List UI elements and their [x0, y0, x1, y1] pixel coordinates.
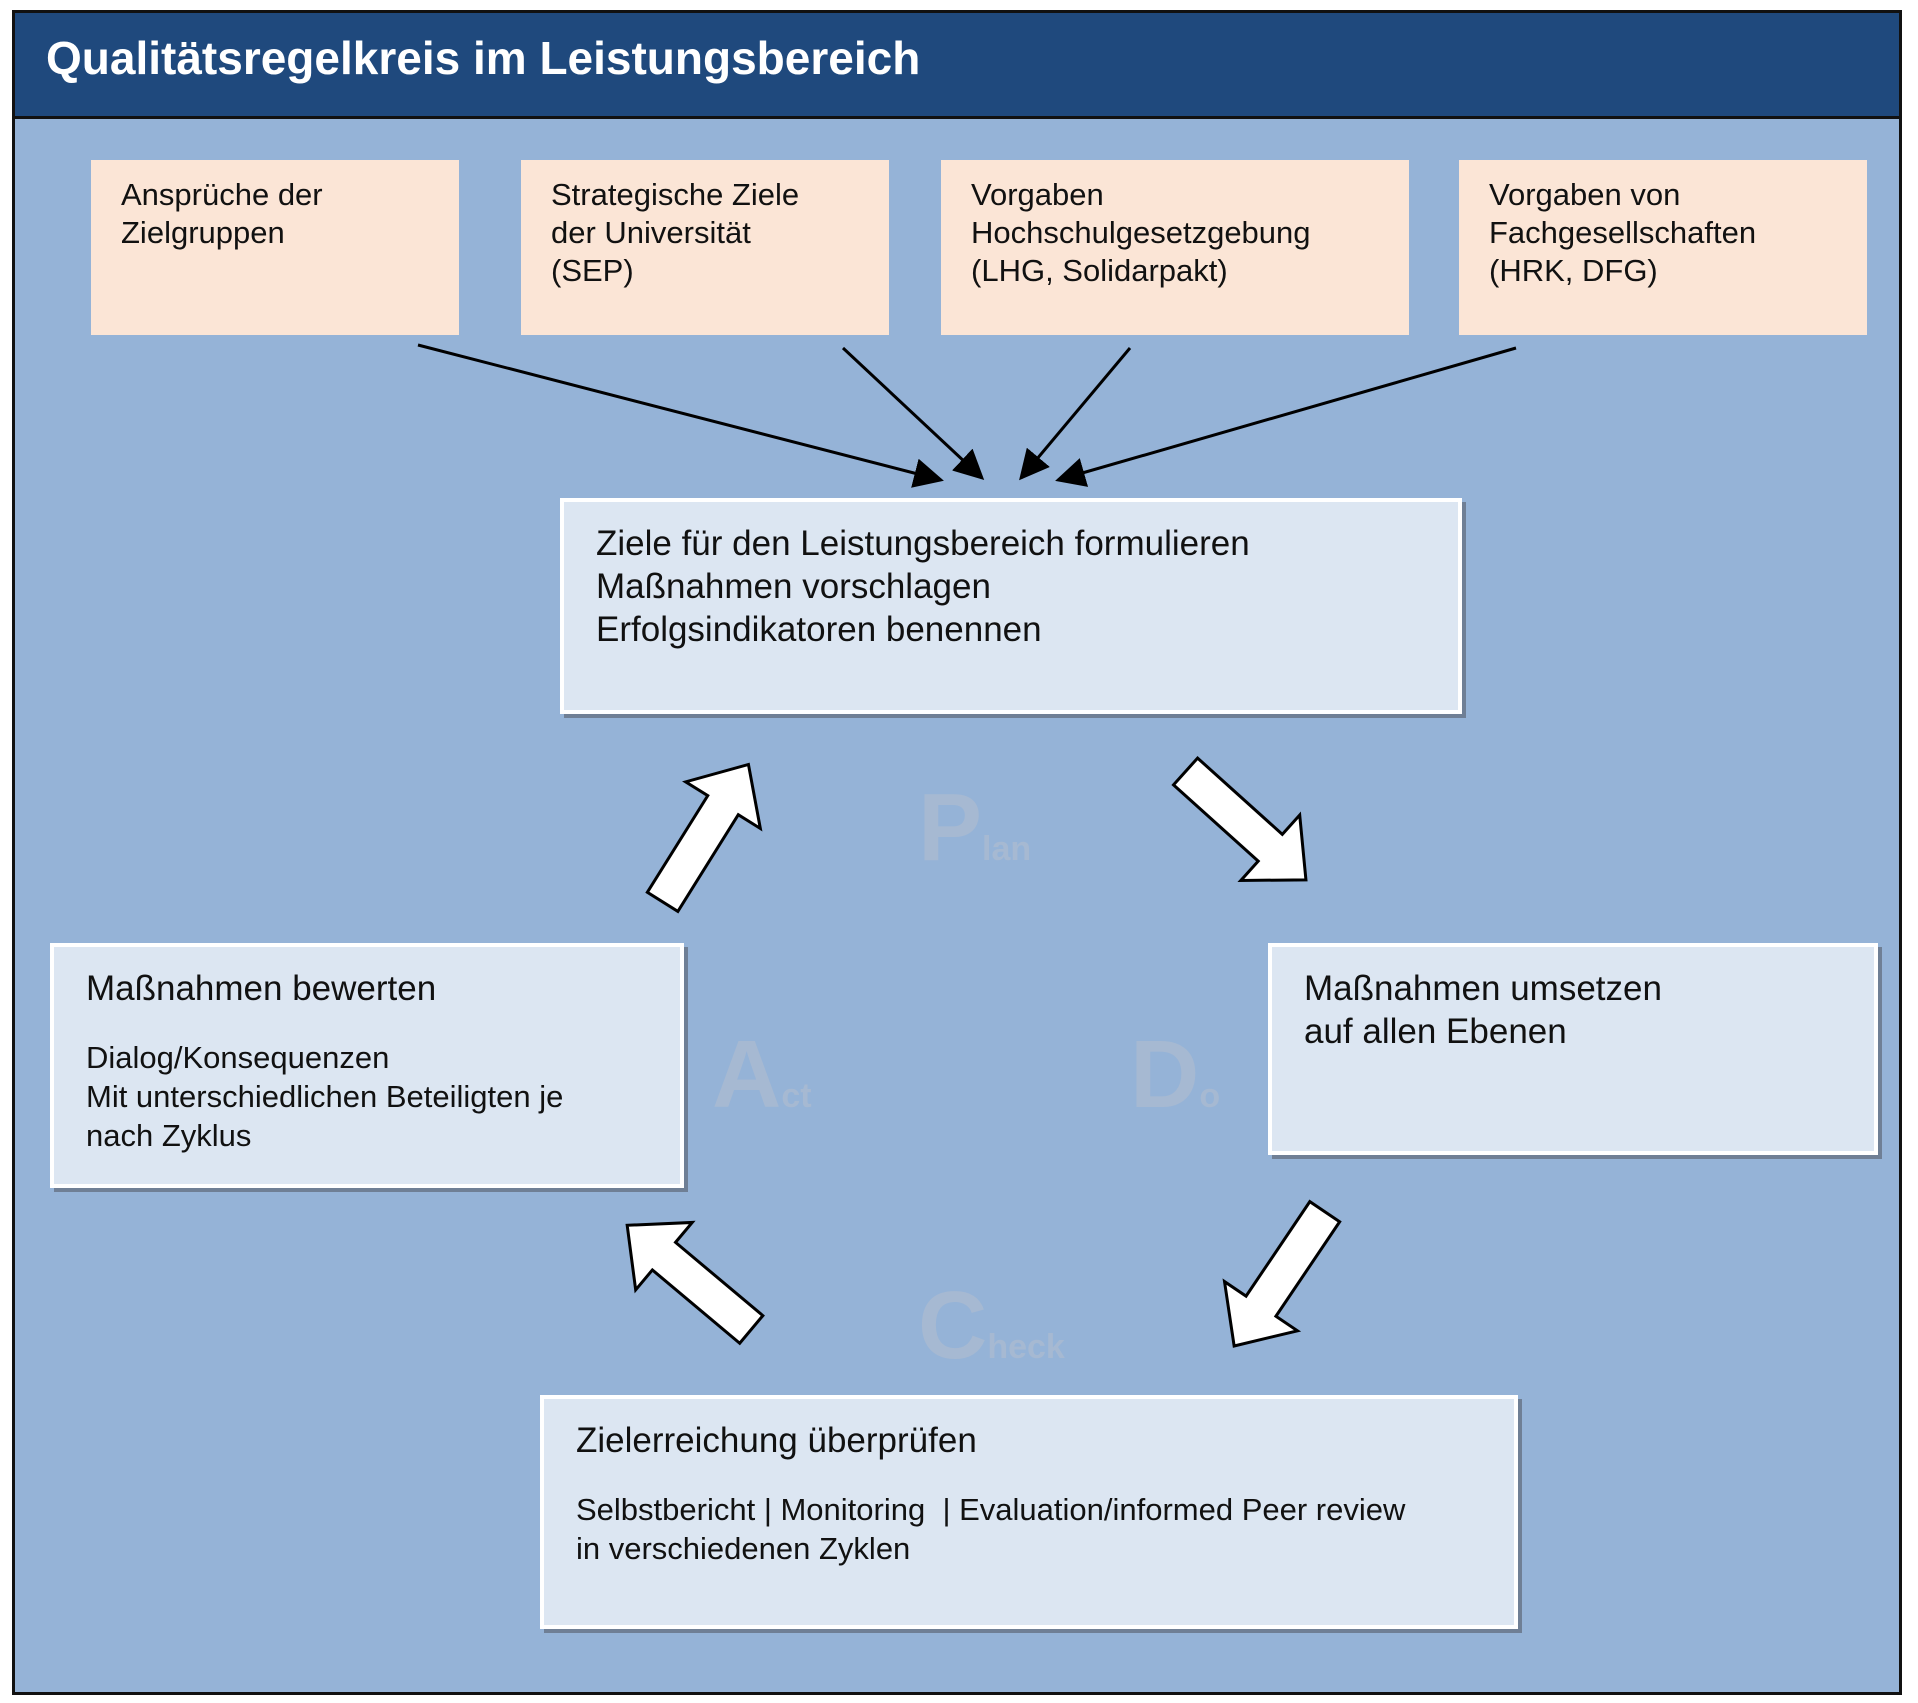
- pdca-check-initial: C: [918, 1272, 988, 1379]
- act-line: Dialog/Konsequenzen: [86, 1040, 390, 1075]
- input-line: Vorgaben von: [1489, 177, 1681, 212]
- check-line: in verschiedenen Zyklen: [576, 1531, 911, 1566]
- input-arrow-1: [417, 343, 944, 488]
- input-arrow-2: [841, 346, 985, 481]
- pdca-check-label: Check: [918, 1278, 1065, 1374]
- pdca-do-initial: D: [1130, 1021, 1200, 1128]
- input-line: Ansprüche der: [121, 177, 323, 212]
- input-box-hochschulgesetzgebung: Vorgaben Hochschulgesetzgebung (LHG, Sol…: [941, 160, 1409, 335]
- input-box-fachgesellschaften: Vorgaben von Fachgesellschaften (HRK, DF…: [1459, 160, 1867, 335]
- diagram-title: Qualitätsregelkreis im Leistungsbereich: [46, 32, 921, 84]
- cycle-arrow-do-to-check: [1222, 1199, 1342, 1348]
- input-line: Fachgesellschaften: [1489, 215, 1757, 250]
- plan-box: Ziele für den Leistungsbereich formulier…: [560, 498, 1462, 714]
- pdca-plan-label: Plan: [918, 780, 1031, 876]
- cycle-arrow-check-to-act: [625, 1220, 765, 1346]
- do-line: auf allen Ebenen: [1304, 1012, 1567, 1051]
- act-line: Mit unterschiedlichen Beteiligten je: [86, 1079, 564, 1114]
- input-line: der Universität: [551, 215, 751, 250]
- check-heading: Zielerreichung überprüfen: [576, 1421, 977, 1460]
- check-box: Zielerreichung überprüfen Selbstbericht …: [540, 1395, 1518, 1629]
- input-line: Strategische Ziele: [551, 177, 800, 212]
- check-line: Selbstbericht | Monitoring | Evaluation/…: [576, 1492, 1406, 1527]
- act-line: nach Zyklus: [86, 1118, 252, 1153]
- input-line: (HRK, DFG): [1489, 253, 1658, 288]
- do-box: Maßnahmen umsetzen auf allen Ebenen: [1268, 943, 1878, 1155]
- input-box-zielgruppen: Ansprüche der Zielgruppen: [91, 160, 459, 335]
- input-line: Vorgaben: [971, 177, 1104, 212]
- pdca-plan-initial: P: [918, 774, 983, 881]
- input-box-strategische-ziele: Strategische Ziele der Universität (SEP): [521, 160, 889, 335]
- header-bar: Qualitätsregelkreis im Leistungsbereich: [15, 13, 1899, 119]
- input-line: (LHG, Solidarpakt): [971, 253, 1228, 288]
- cycle-arrow-act-to-plan: [645, 762, 763, 914]
- pdca-act-label: Act: [712, 1027, 812, 1123]
- cycle-arrow-plan-to-do: [1171, 755, 1308, 882]
- do-line: Maßnahmen umsetzen: [1304, 969, 1662, 1008]
- act-heading: Maßnahmen bewerten: [86, 969, 437, 1008]
- input-line: (SEP): [551, 253, 634, 288]
- pdca-act-rest: ct: [781, 1077, 812, 1115]
- plan-line: Erfolgsindikatoren benennen: [596, 610, 1042, 649]
- input-line: Hochschulgesetzgebung: [971, 215, 1311, 250]
- pdca-check-rest: heck: [987, 1328, 1065, 1366]
- pdca-act-initial: A: [712, 1021, 782, 1128]
- act-box: Maßnahmen bewerten Dialog/Konsequenzen M…: [50, 943, 684, 1188]
- pdca-do-label: Do: [1130, 1027, 1220, 1123]
- plan-line: Ziele für den Leistungsbereich formulier…: [596, 524, 1250, 563]
- plan-line: Maßnahmen vorschlagen: [596, 567, 991, 606]
- pdca-do-rest: o: [1199, 1077, 1221, 1115]
- input-line: Zielgruppen: [121, 215, 285, 250]
- input-arrow-3: [1019, 347, 1132, 481]
- input-arrow-4: [1055, 346, 1517, 487]
- pdca-plan-rest: lan: [982, 830, 1032, 868]
